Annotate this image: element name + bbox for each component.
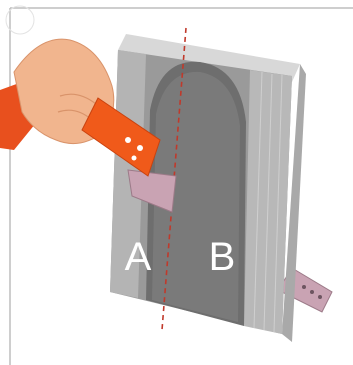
- label-a: A: [125, 235, 152, 279]
- label-b: B: [209, 235, 236, 279]
